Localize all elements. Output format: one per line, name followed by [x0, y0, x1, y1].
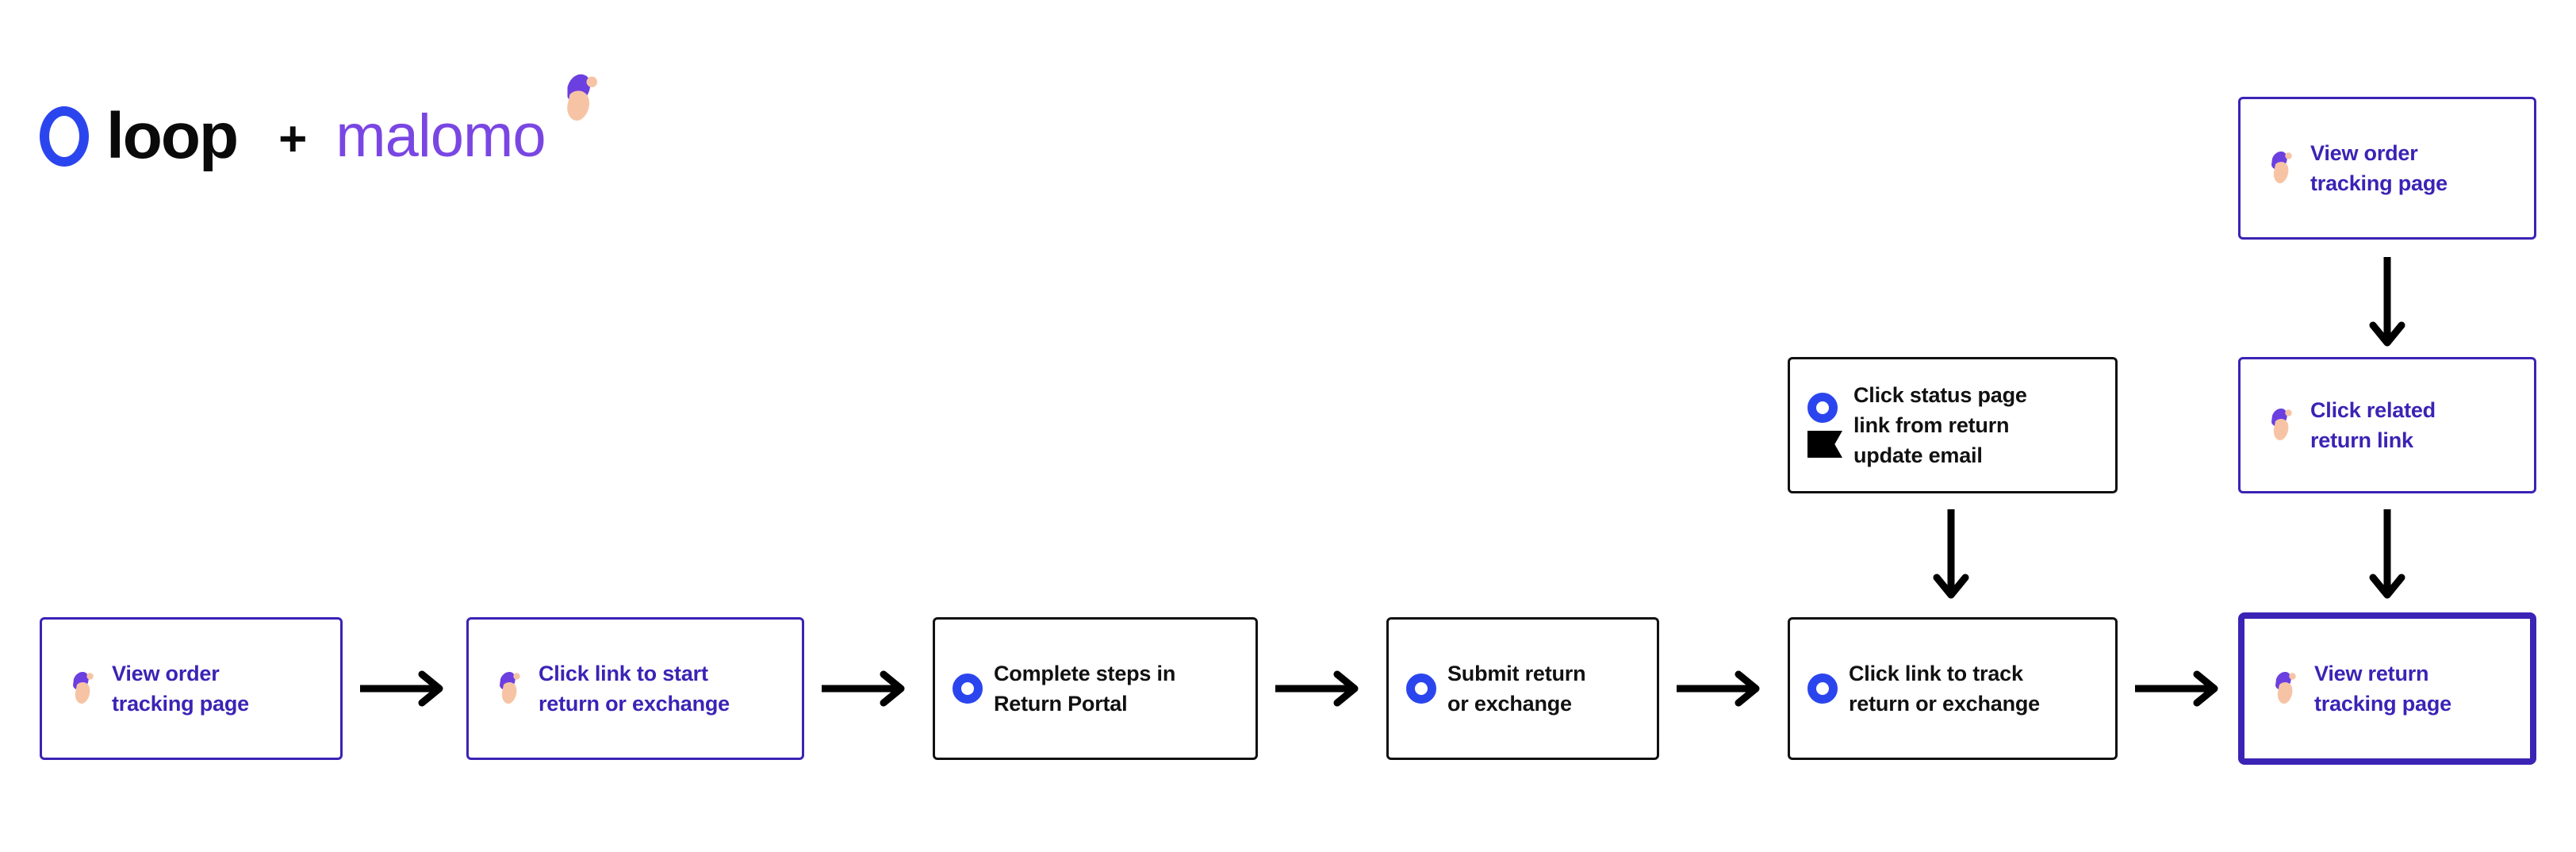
node-label: Click link to start return or exchange: [539, 661, 730, 716]
node-label: Click related return link: [2310, 397, 2436, 452]
node-click-status-page-link-from-return-update-email[interactable]: Click status page link from return updat…: [1788, 357, 2118, 493]
malomo-butterfly-icon: [2258, 405, 2299, 446]
arrow-down-status-to-track: [1927, 508, 1975, 608]
node-label: Click status page link from return updat…: [1853, 382, 2027, 468]
node-label: Submit return or exchange: [1447, 661, 1586, 716]
loop-circle-icon: [1807, 674, 1838, 704]
node-click-link-to-start-return-or-exchange[interactable]: Click link to start return or exchange: [466, 617, 804, 760]
loop-ring-icon: [40, 106, 89, 167]
malomo-butterfly-icon: [2262, 668, 2303, 709]
malomo-butterfly-icon: [486, 668, 527, 709]
node-label: Complete steps in Return Portal: [994, 661, 1176, 716]
node-label: View order tracking page: [2310, 140, 2448, 195]
malomo-butterfly-icon: [2258, 148, 2299, 189]
brand-lockup: loop + malomo: [40, 74, 600, 184]
node-view-return-tracking-page[interactable]: View return tracking page: [2238, 612, 2536, 765]
node-label: View return tracking page: [2314, 661, 2451, 716]
node-click-link-to-track-return-or-exchange[interactable]: Click link to track return or exchange: [1788, 617, 2118, 760]
arrow-right-4: [1675, 669, 1769, 708]
malomo-butterfly-icon: [59, 668, 101, 709]
status-email-icon-group: [1807, 392, 1842, 458]
arrow-right-3: [1274, 669, 1367, 708]
arrow-right-2: [820, 669, 914, 708]
loop-wordmark: loop: [106, 100, 239, 172]
node-label: View order tracking page: [112, 661, 249, 716]
malomo-wordmark: malomo: [335, 102, 546, 170]
loop-circle-icon: [1406, 674, 1436, 704]
email-flag-icon: [1807, 430, 1842, 458]
plus-sign: +: [278, 112, 308, 167]
malomo-butterfly-icon: [538, 67, 600, 136]
node-view-order-tracking-page[interactable]: View order tracking page: [40, 617, 343, 760]
node-complete-steps-in-return-portal[interactable]: Complete steps in Return Portal: [933, 617, 1258, 760]
arrow-down-order-to-related: [2363, 255, 2411, 355]
loop-circle-icon: [953, 674, 983, 704]
loop-circle-icon: [1807, 392, 1838, 423]
node-view-order-tracking-page-top[interactable]: View order tracking page: [2238, 97, 2536, 240]
node-submit-return-or-exchange[interactable]: Submit return or exchange: [1386, 617, 1659, 760]
node-label: Click link to track return or exchange: [1849, 661, 2040, 716]
arrow-right-5: [2133, 669, 2227, 708]
arrow-right-1: [358, 669, 452, 708]
node-click-related-return-link[interactable]: Click related return link: [2238, 357, 2536, 493]
arrow-down-related-to-return-tracking: [2363, 508, 2411, 608]
